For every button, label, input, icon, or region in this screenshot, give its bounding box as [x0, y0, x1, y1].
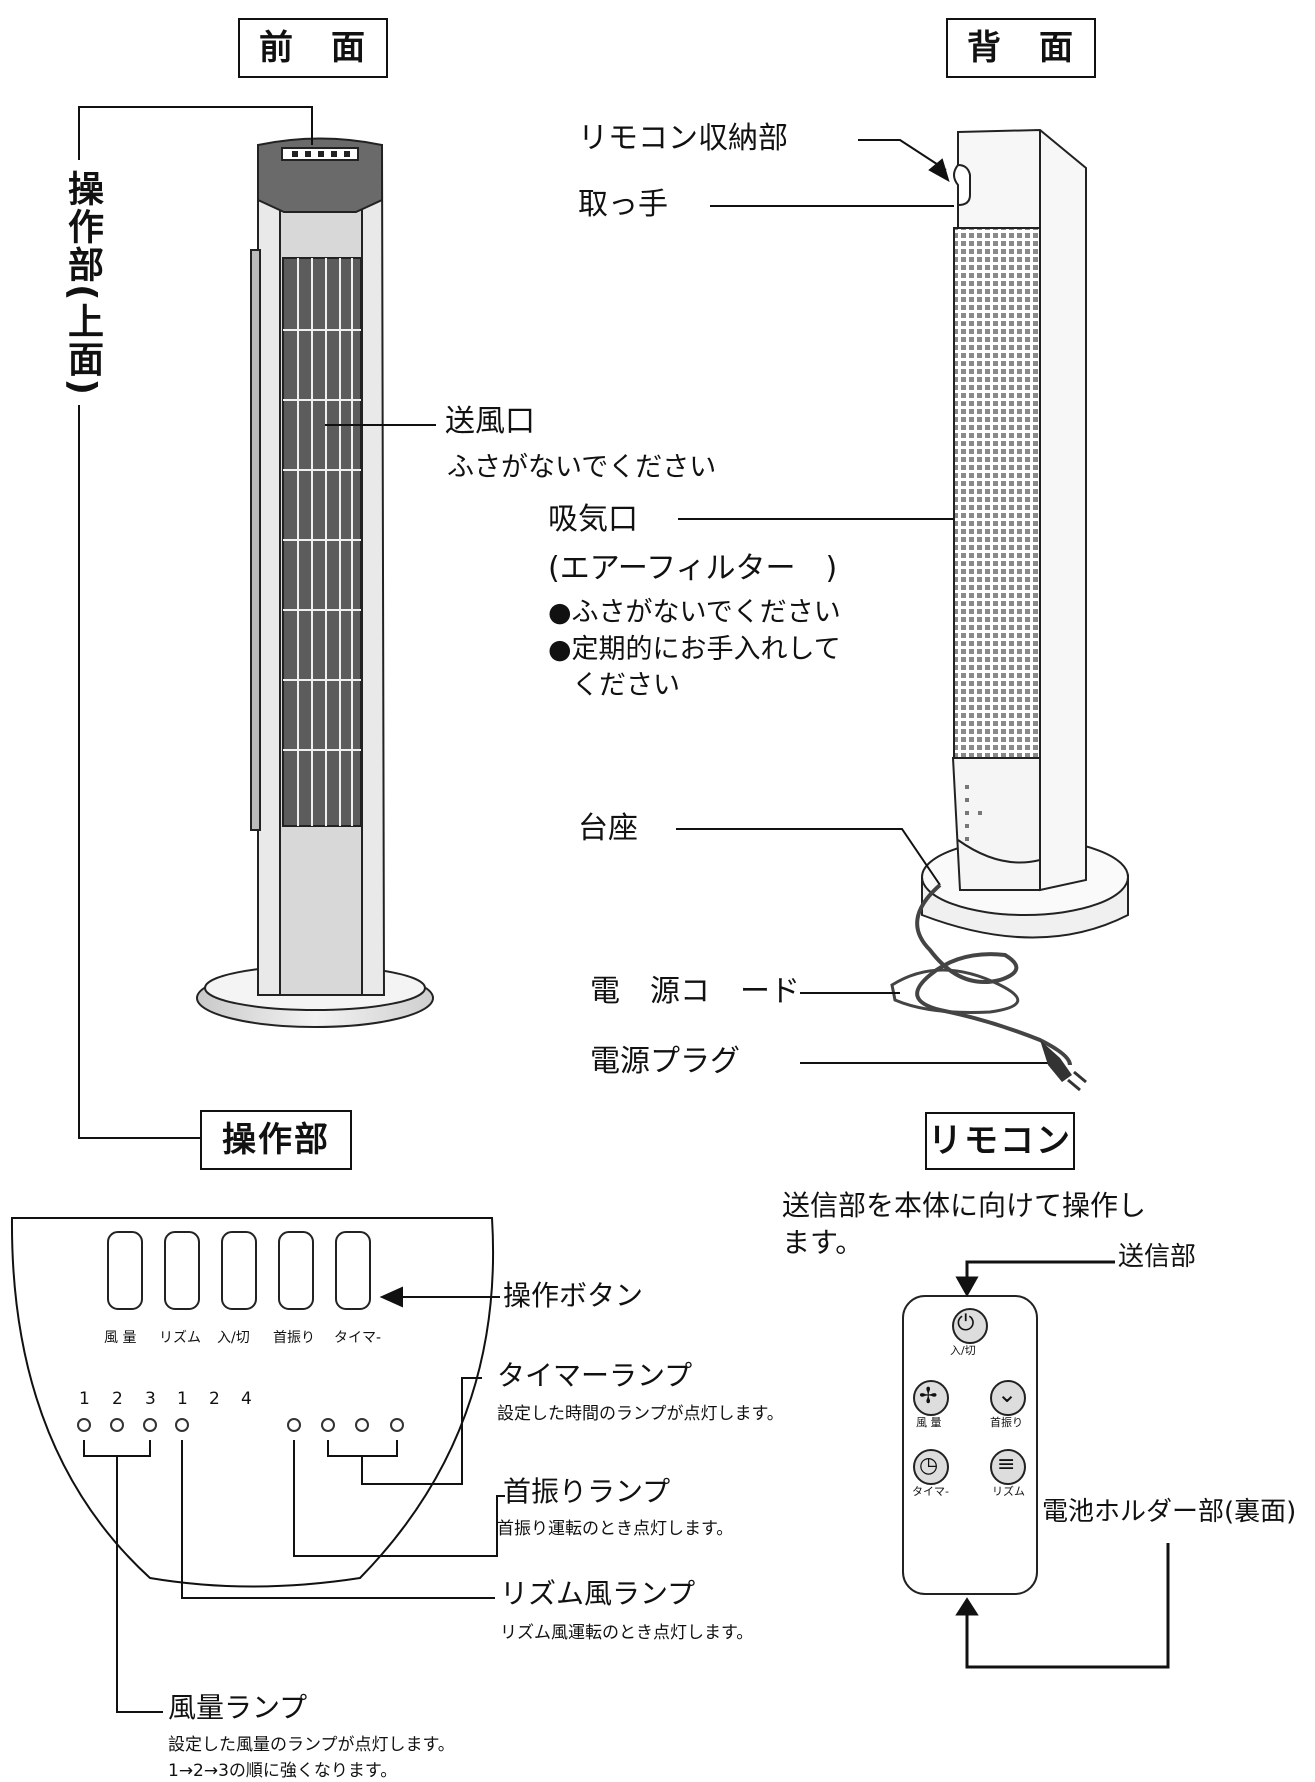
panel-button-label-timer: タイマ- — [334, 1330, 382, 1346]
rhythm-lamp-label: リズム風ランプ — [500, 1577, 696, 1610]
power-icon: ⏻ — [957, 1311, 975, 1336]
air-outlet-label: 送風口 — [445, 404, 535, 439]
panel-lamps — [77, 1418, 404, 1432]
timer-lamp-label: タイマーランプ — [497, 1359, 693, 1392]
plug-illustration — [1040, 1040, 1087, 1092]
button-callout: 操作ボタン — [503, 1279, 644, 1312]
transmitter-label: 送信部 — [1118, 1242, 1197, 1272]
lamp-number-2: 2 — [112, 1389, 123, 1409]
control-panel-leader — [78, 106, 313, 1139]
remote-label-rhythm: リズム — [992, 1485, 1025, 1498]
rhythm-lamp-note: リズム風運転のとき点灯します。 — [500, 1623, 754, 1643]
control-panel-outline — [10, 1217, 495, 1588]
intake-label: 吸気口 — [548, 502, 638, 537]
front-fan-illustration — [196, 137, 434, 1028]
panel-button-label-rhythm: リズム — [159, 1330, 201, 1346]
power-cord-label: 電 源コ ード — [590, 974, 800, 1009]
timer-icon: ◷ — [919, 1453, 939, 1478]
front-header: 前 面 — [238, 18, 388, 78]
panel-buttons — [107, 1231, 371, 1310]
timer-lamp-note: 設定した時間のランプが点灯します。 — [497, 1404, 784, 1424]
remote-label-swing: 首振り — [990, 1416, 1023, 1429]
control-top-label: 操作部(上面) — [62, 170, 103, 397]
swing-lamp-note: 首振り運転のとき点灯します。 — [497, 1519, 734, 1539]
remote-instruction-1: 送信部を本体に向けて操作し — [782, 1189, 1147, 1222]
wind-lamp-note-2: 1→2→3の順に強くなります。 — [168, 1761, 398, 1781]
back-fan-illustration — [921, 128, 1129, 939]
remote-label-timer: タイマ- — [912, 1485, 949, 1498]
intake-note-1: ●ふさがないでください — [548, 597, 841, 628]
lamp-number-1: 1 — [79, 1389, 90, 1409]
wind-icon: ✢ — [919, 1384, 938, 1409]
wind-lamp-label: 風量ランプ — [168, 1691, 308, 1724]
wind-lamp-note-1: 設定した風量のランプが点灯します。 — [168, 1735, 455, 1755]
remote-illustration — [902, 1295, 1038, 1595]
rhythm-icon: ≡ — [997, 1452, 1016, 1477]
back-header: 背 面 — [946, 18, 1096, 78]
remote-label-power: 入/切 — [950, 1344, 976, 1357]
swing-icon: ⌄ — [997, 1380, 1018, 1408]
intake-note-2: ●定期的にお手入れして — [548, 634, 841, 665]
panel-button-label-swing: 首振り — [273, 1330, 315, 1346]
back-leaders — [676, 139, 1072, 1066]
plug-label: 電源プラグ — [590, 1044, 740, 1079]
lamp-number-5: 2 — [209, 1389, 220, 1409]
swing-lamp-label: 首振りランプ — [503, 1475, 671, 1508]
remote-instruction-2: ます。 — [782, 1226, 864, 1259]
lamp-number-4: 1 — [177, 1389, 188, 1409]
remote-title: リモコン — [925, 1112, 1075, 1170]
handle-label: 取っ手 — [578, 187, 668, 222]
panel-button-label-power: 入/切 — [217, 1330, 250, 1346]
lamp-number-3: 3 — [145, 1389, 156, 1409]
air-outlet-note: ふさがないでください — [447, 452, 717, 483]
lamp-number-6: 4 — [241, 1389, 252, 1409]
base-label: 台座 — [578, 811, 638, 846]
filter-label: (エアーフィルター ) — [548, 551, 838, 586]
panel-leaders — [83, 1286, 505, 1713]
remote-storage-label: リモコン収納部 — [578, 121, 788, 156]
remote-leaders — [955, 1260, 1170, 1669]
intake-note-3: ください — [572, 670, 680, 701]
panel-button-label-wind: 風 量 — [104, 1330, 137, 1346]
battery-holder-label: 電池ホルダー部(裏面) — [1042, 1497, 1297, 1527]
remote-label-wind: 風 量 — [916, 1416, 942, 1429]
panel-title: 操作部 — [200, 1110, 352, 1170]
